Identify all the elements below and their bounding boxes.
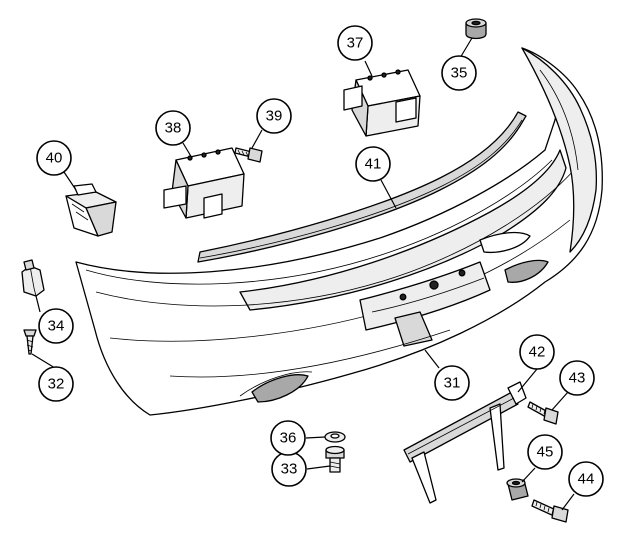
nut-45[interactable] (506, 478, 529, 501)
svg-text:36: 36 (280, 430, 297, 447)
svg-text:31: 31 (444, 375, 461, 392)
leader-42 (517, 368, 538, 393)
leader-32 (31, 353, 56, 369)
leader-44 (561, 493, 575, 511)
washer-36[interactable] (324, 431, 346, 443)
leader-40 (63, 171, 77, 191)
svg-text:41: 41 (365, 156, 382, 173)
callouts: 31 32 33 34 35 36 37 38 (36, 25, 604, 497)
leader-45 (521, 467, 536, 483)
svg-text:32: 32 (48, 376, 65, 393)
svg-text:37: 37 (347, 35, 364, 52)
mounting-bracket-right[interactable] (343, 69, 421, 137)
callout-43[interactable]: 43 (559, 360, 595, 396)
leader-38 (182, 142, 193, 159)
grommet-35[interactable] (465, 18, 487, 40)
leader-31 (424, 349, 440, 369)
svg-text:35: 35 (451, 65, 468, 82)
svg-text:39: 39 (266, 108, 283, 125)
callout-34[interactable]: 34 (38, 308, 74, 344)
svg-text:33: 33 (281, 461, 298, 478)
screw-44[interactable] (531, 499, 569, 523)
screw-43[interactable] (527, 401, 559, 425)
svg-text:34: 34 (48, 318, 65, 335)
bolt-33[interactable] (325, 445, 345, 473)
callout-35[interactable]: 35 (441, 55, 477, 91)
leader-43 (551, 391, 569, 411)
callout-41[interactable]: 41 (355, 146, 391, 182)
callout-39[interactable]: 39 (256, 98, 292, 134)
callout-32[interactable]: 32 (38, 366, 74, 402)
leader-39 (251, 129, 263, 149)
leader-36 (305, 436, 326, 439)
callout-42[interactable]: 42 (519, 334, 555, 370)
callout-36[interactable]: 36 (270, 420, 306, 456)
callout-45[interactable]: 45 (527, 434, 563, 470)
svg-text:38: 38 (165, 120, 182, 137)
svg-text:40: 40 (46, 150, 63, 167)
leader-41 (380, 179, 397, 209)
leader-35 (459, 37, 473, 59)
leader-33 (306, 465, 331, 470)
leader-lines (31, 37, 575, 511)
mounting-bracket-left[interactable] (163, 147, 245, 219)
leader-34 (35, 295, 41, 313)
callout-31[interactable]: 31 (434, 365, 470, 401)
svg-text:44: 44 (578, 471, 595, 488)
svg-text:45: 45 (537, 444, 554, 461)
bumper-cover[interactable] (75, 47, 603, 416)
screw-32[interactable] (23, 329, 37, 355)
svg-text:42: 42 (529, 344, 546, 361)
callout-44[interactable]: 44 (568, 461, 604, 497)
clip-40[interactable] (65, 183, 117, 237)
leader-37 (364, 60, 373, 77)
bolt-39[interactable] (234, 147, 263, 163)
callout-38[interactable]: 38 (155, 110, 191, 146)
callout-40[interactable]: 40 (36, 140, 72, 176)
callout-33[interactable]: 33 (271, 451, 307, 487)
callout-37[interactable]: 37 (337, 25, 373, 61)
bumper-trim-strip[interactable] (197, 111, 527, 263)
svg-text:43: 43 (569, 370, 586, 387)
clip-34[interactable] (21, 259, 45, 297)
